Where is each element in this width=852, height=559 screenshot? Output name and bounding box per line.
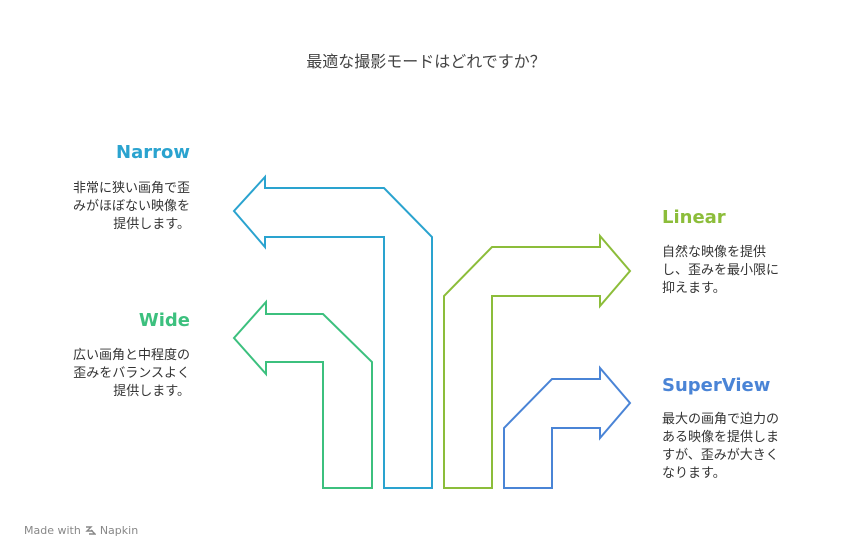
superview-title: SuperView (662, 375, 771, 396)
linear-desc-line: 自然な映像を提供 (662, 245, 767, 260)
superview-description: 最大の画角で迫力の ある映像を提供しま すが、歪みが大きく なります。 (662, 411, 832, 483)
wide-desc-line: 提供します。 (113, 384, 190, 399)
wide-desc-line: 歪みをバランスよく (73, 366, 190, 381)
linear-desc-line: 抑えます。 (662, 281, 726, 296)
superview-desc-line: 最大の画角で迫力の (662, 412, 780, 427)
made-with-napkin-footer[interactable]: Made with Napkin (24, 524, 138, 537)
superview-arrow (503, 365, 632, 489)
narrow-desc-line: 非常に狭い画角で歪 (72, 181, 190, 196)
napkin-logo-icon (85, 526, 96, 535)
wide-arrow (232, 299, 373, 489)
wide-title: Wide (138, 310, 190, 331)
superview-desc-line: ある映像を提供しま (662, 430, 780, 445)
narrow-title: Narrow (116, 142, 190, 163)
linear-arrow (443, 233, 632, 489)
narrow-description: 非常に狭い画角で歪 みがほぼない映像を 提供します。 (30, 180, 190, 234)
linear-desc-line: し、歪みを最小限に (662, 263, 780, 278)
narrow-desc-line: 提供します。 (113, 217, 190, 232)
superview-desc-line: すが、歪みが大きく (662, 448, 779, 463)
linear-title: Linear (662, 207, 726, 228)
superview-desc-line: なります。 (662, 466, 726, 481)
napkin-brand-label: Napkin (99, 524, 139, 537)
page-title: 最適な撮影モードはどれですか？ (306, 52, 546, 71)
made-with-label: Made with (24, 524, 81, 537)
wide-description: 広い画角と中程度の 歪みをバランスよく 提供します。 (30, 347, 190, 401)
narrow-desc-line: みがほぼない映像を (72, 199, 190, 214)
wide-desc-line: 広い画角と中程度の (72, 348, 190, 363)
linear-description: 自然な映像を提供 し、歪みを最小限に 抑えます。 (662, 244, 832, 298)
narrow-arrow (232, 174, 433, 489)
